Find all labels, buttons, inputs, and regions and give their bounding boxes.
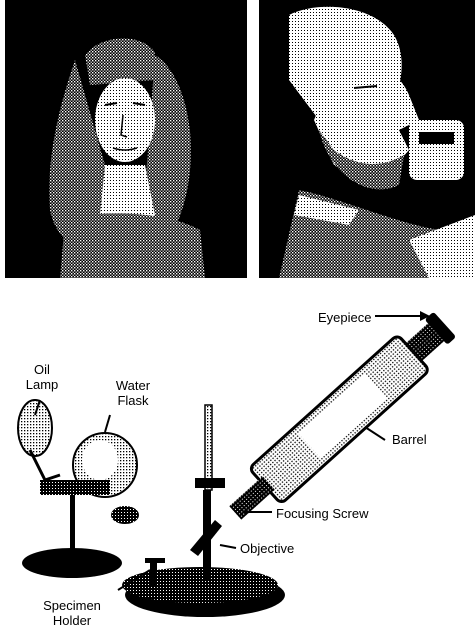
water-flask: [73, 433, 139, 524]
water-flask-leader: [105, 415, 110, 432]
objective-leader: [220, 545, 236, 548]
label-focusing-screw: Focusing Screw: [276, 506, 368, 521]
label-water-flask: Water Flask: [108, 378, 158, 408]
label-specimen-holder: Specimen Holder: [36, 598, 108, 628]
label-water-flask-line1: Water: [108, 378, 158, 393]
portrait-man-at-microscope-drawing: [259, 0, 475, 278]
microscope-diagram-drawing: [0, 280, 475, 633]
microscope-barrel: [219, 306, 461, 530]
oil-lamp: [18, 400, 60, 480]
label-oil-lamp: Oil Lamp: [22, 362, 62, 392]
portrait-man-at-microscope: [259, 0, 475, 278]
microscope-diagram: [0, 280, 475, 633]
label-barrel: Barrel: [392, 432, 427, 447]
label-oil-lamp-line1: Oil: [22, 362, 62, 377]
barrel-leader: [365, 427, 385, 440]
portrait-wigged-man-drawing: [5, 0, 247, 278]
lamp-stand: [22, 480, 122, 578]
label-eyepiece: Eyepiece: [318, 310, 371, 325]
portrait-wigged-man: [5, 0, 247, 278]
label-specimen-holder-line2: Holder: [36, 613, 108, 628]
label-objective: Objective: [240, 541, 294, 556]
label-oil-lamp-line2: Lamp: [22, 377, 62, 392]
label-water-flask-line2: Flask: [108, 393, 158, 408]
label-specimen-holder-line1: Specimen: [36, 598, 108, 613]
